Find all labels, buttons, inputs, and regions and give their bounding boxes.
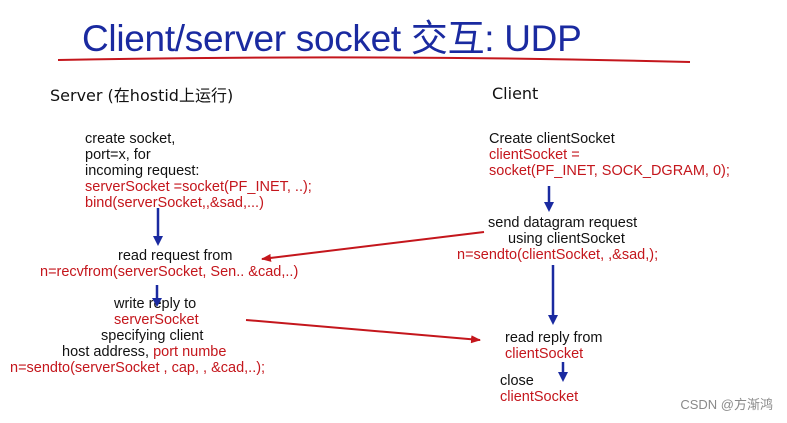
reply-arrow-server-to-client (245, 319, 481, 344)
server-port-text: port numbe (153, 344, 227, 360)
server-read-label: read request from (118, 248, 233, 264)
server-socket-call: serverSocket =socket(PF_INET, ..); (85, 179, 312, 195)
request-arrow-client-to-server (261, 231, 485, 262)
server-arrowhead-1 (153, 236, 163, 246)
client-read-label: read reply from (505, 330, 603, 346)
client-arrowhead-2 (548, 315, 558, 325)
client-read-socket: clientSocket (505, 346, 584, 362)
slide-title: Client/server socket 交互: UDP (82, 18, 582, 59)
client-send-line-2: using clientSocket (508, 231, 625, 247)
client-socket-call: socket(PF_INET, SOCK_DGRAM, 0); (489, 163, 730, 179)
server-create-line-1: create socket, (85, 131, 176, 147)
client-create-label: Create clientSocket (489, 131, 615, 147)
server-arrowhead-2 (152, 298, 162, 307)
client-socket-assign: clientSocket = (489, 147, 580, 163)
server-host-address-text: host address, (62, 344, 154, 360)
server-bind-call: bind(serverSocket,,&sad,...) (85, 195, 264, 211)
server-create-line-3: incoming request: (85, 163, 200, 179)
client-arrowhead-3 (558, 372, 568, 382)
server-create-block: create socket, port=x, for incoming requ… (85, 131, 312, 211)
title-underline (57, 56, 691, 63)
client-close-socket: clientSocket (500, 389, 579, 405)
client-close-label: close (500, 373, 534, 389)
server-sendto-call: n=sendto(serverSocket , cap, , &cad,..); (10, 360, 266, 376)
watermark: CSDN @方渐鸿 (680, 397, 773, 412)
client-sendto-call: n=sendto(clientSocket, ,&sad,); (457, 247, 659, 263)
client-arrowhead-1 (544, 202, 554, 212)
server-specify-line-1: specifying client (101, 328, 204, 344)
server-header: Server (在hostid上运行) (50, 86, 234, 105)
server-create-line-2: port=x, for (85, 147, 151, 163)
client-send-line-1: send datagram request (488, 215, 638, 231)
server-recvfrom-call: n=recvfrom(serverSocket, Sen.. &cad,..) (40, 264, 299, 280)
client-create-block: Create clientSocket clientSocket = socke… (489, 131, 730, 179)
server-write-socket: serverSocket (114, 312, 199, 328)
server-write-label: write reply to (114, 296, 197, 312)
server-specify-line-2: host address, port numbe (62, 344, 226, 360)
client-header: Client (492, 84, 539, 103)
